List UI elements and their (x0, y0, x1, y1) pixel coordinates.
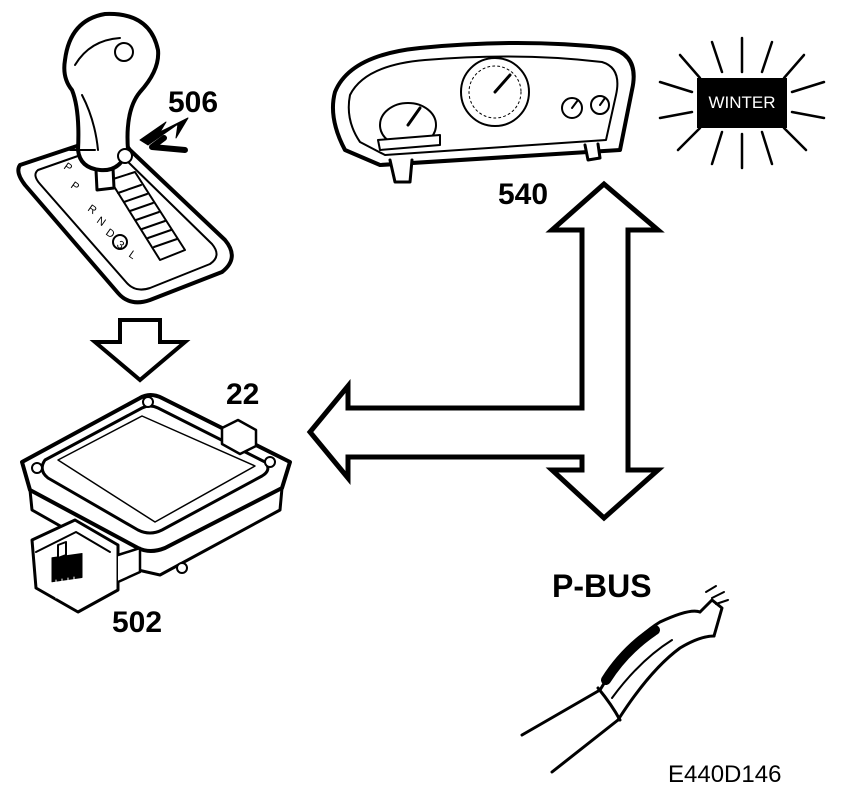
p-bus-cable (520, 585, 729, 774)
p-bus-label: P-BUS (552, 568, 652, 604)
connector-number-label: 22 (226, 378, 260, 411)
gear-selector (16, 11, 234, 305)
winter-indicator-rays (658, 36, 826, 170)
selector-number-label: 506 (168, 86, 219, 119)
gear-letter: L (126, 249, 138, 262)
selector-to-module-arrow (89, 318, 191, 383)
gear-3-highlight (112, 234, 128, 250)
module-number-label: 502 (112, 606, 163, 639)
winter-indicator: WINTER (697, 78, 787, 128)
bus-connection-arrow (306, 180, 665, 522)
instrument-cluster (331, 41, 636, 184)
cluster-number-label: 540 (498, 178, 549, 211)
figure-code: E440D146 (668, 761, 782, 788)
gear-letter: 3 (114, 239, 126, 252)
control-module (20, 393, 292, 614)
